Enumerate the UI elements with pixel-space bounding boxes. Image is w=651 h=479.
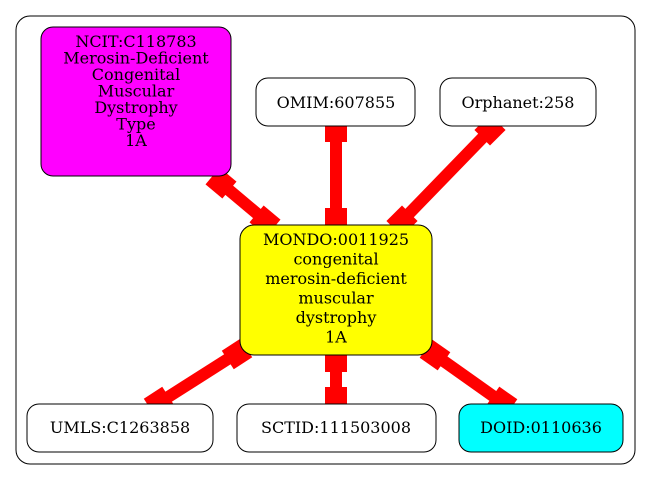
hub-label-line: muscular bbox=[298, 289, 374, 308]
umls-label-line: UMLS:C1263858 bbox=[50, 418, 190, 437]
hub-label-line: dystrophy bbox=[296, 308, 377, 327]
svg-text:DOID:0110636: DOID:0110636 bbox=[480, 418, 602, 437]
orphanet-label-line: Orphanet:258 bbox=[462, 93, 575, 112]
ncit-label-line: Congenital bbox=[92, 65, 180, 84]
hub-label-line: merosin-deficient bbox=[265, 269, 407, 288]
svg-text:Orphanet:258: Orphanet:258 bbox=[462, 93, 575, 112]
node-sctid[interactable]: SCTID:111503008 bbox=[236, 403, 437, 453]
hub-label-line: congenital bbox=[293, 250, 378, 269]
svg-text:UMLS:C1263858: UMLS:C1263858 bbox=[50, 418, 190, 437]
node-doid[interactable]: DOID:0110636 bbox=[458, 403, 624, 453]
doid-label-line: DOID:0110636 bbox=[480, 418, 602, 437]
ncit-label-line: Dystrophy bbox=[94, 98, 177, 117]
ncit-label-line: Merosin-Deficient bbox=[63, 49, 209, 68]
ncit-label-line: 1A bbox=[125, 131, 147, 150]
node-omim[interactable]: OMIM:607855 bbox=[255, 77, 416, 127]
ncit-label-line: NCIT:C118783 bbox=[75, 32, 196, 51]
node-umls[interactable]: UMLS:C1263858 bbox=[26, 403, 214, 453]
svg-text:SCTID:111503008: SCTID:111503008 bbox=[261, 418, 411, 437]
svg-text:OMIM:607855: OMIM:607855 bbox=[277, 93, 396, 112]
hub-label-line: MONDO:0011925 bbox=[263, 230, 409, 249]
hub-label-line: 1A bbox=[325, 328, 347, 347]
sctid-label-line: SCTID:111503008 bbox=[261, 418, 411, 437]
node-orphanet[interactable]: Orphanet:258 bbox=[439, 77, 597, 127]
ncit-label-line: Muscular bbox=[98, 82, 175, 101]
omim-label-line: OMIM:607855 bbox=[277, 93, 396, 112]
ncit-label-line: Type bbox=[116, 115, 155, 134]
